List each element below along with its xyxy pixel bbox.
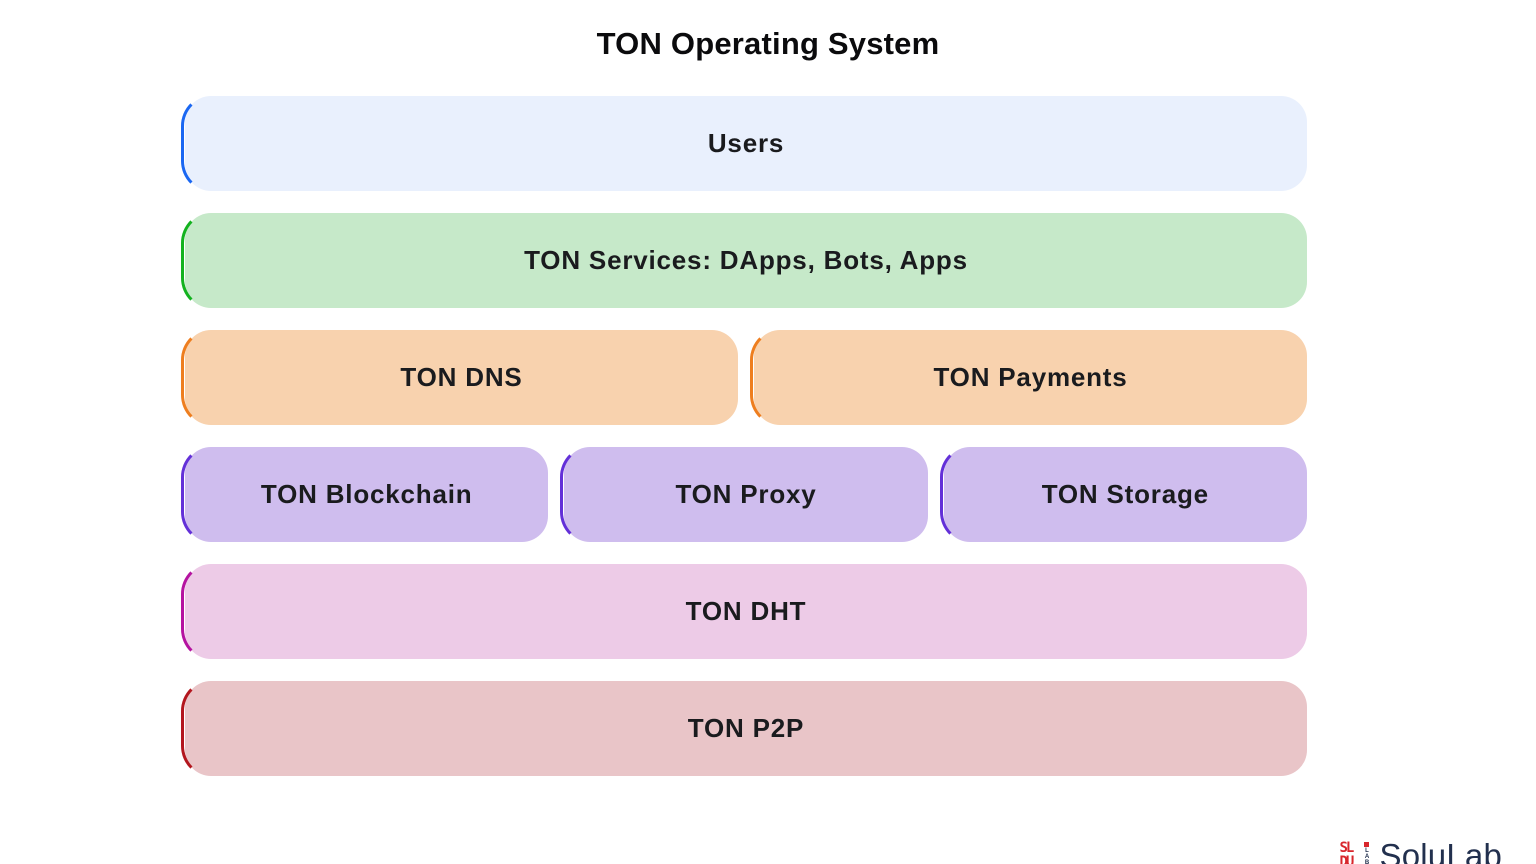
logo-icon-bottom-glyph: DU (1339, 854, 1354, 864)
layer-ton-proxy-label: TON Proxy (675, 479, 817, 509)
layer-ton-payments-label: TON Payments (933, 362, 1128, 392)
layer-row-core: TON Blockchain TON Proxy TON Storage (180, 445, 1307, 544)
layer-row-services: TON Services: DApps, Bots, Apps (181, 211, 1307, 310)
layer-ton-storage-label: TON Storage (1041, 479, 1209, 509)
solulab-logo: SL DU LAB SoluLab (1339, 837, 1502, 864)
layer-ton-payments: TON Payments (750, 328, 1307, 427)
layer-ton-proxy: TON Proxy (560, 445, 928, 544)
layer-ton-dns: TON DNS (181, 328, 738, 427)
solulab-wordmark: SoluLab (1379, 837, 1502, 864)
layer-ton-p2p-label: TON P2P (687, 713, 805, 743)
layer-row-dns-payments: TON DNS TON Payments (181, 328, 1307, 427)
layer-ton-dht: TON DHT (181, 562, 1307, 661)
layer-users: Users (181, 94, 1307, 193)
layer-row-users: Users (181, 94, 1307, 193)
layer-ton-services-label: TON Services: DApps, Bots, Apps (524, 245, 968, 275)
layer-ton-blockchain: TON Blockchain (180, 445, 549, 544)
logo-icon-lab-text: LAB (1364, 848, 1370, 864)
layer-ton-services: TON Services: DApps, Bots, Apps (181, 211, 1307, 310)
layer-ton-p2p: TON P2P (181, 679, 1307, 778)
page-title: TON Operating System (596, 26, 940, 61)
layer-ton-dht-label: TON DHT (685, 596, 807, 626)
logo-icon-top-glyph: SL (1339, 840, 1354, 856)
layer-ton-blockchain-label: TON Blockchain (260, 479, 473, 509)
layer-users-label: Users (707, 128, 785, 158)
layer-row-p2p: TON P2P (181, 679, 1307, 778)
layer-row-dht: TON DHT (181, 562, 1307, 661)
layer-ton-dns-label: TON DNS (400, 362, 523, 392)
solulab-logo-icon: SL DU LAB (1339, 838, 1371, 864)
layer-stack: Users TON Services: DApps, Bots, Apps TO… (180, 94, 1307, 778)
layer-ton-storage: TON Storage (939, 445, 1307, 544)
